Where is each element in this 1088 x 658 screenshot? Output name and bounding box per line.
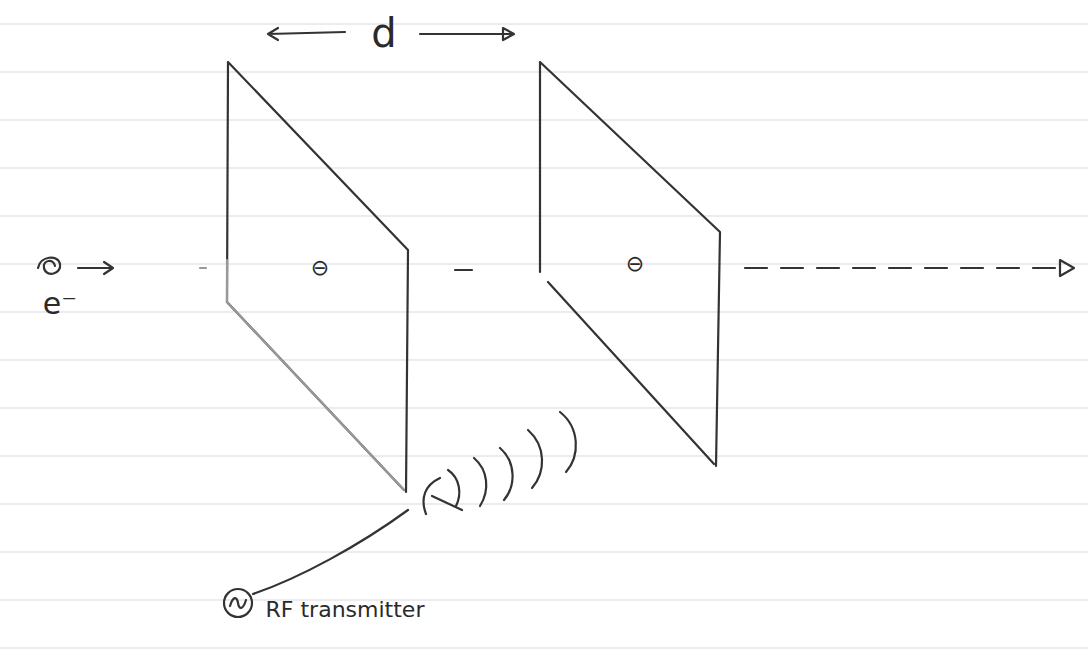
ac-symbol	[230, 598, 246, 608]
dimension-arrow	[268, 28, 345, 40]
wave	[448, 470, 459, 506]
charge-circle	[307, 255, 333, 281]
beam-path	[455, 269, 472, 271]
charge-sign: ⊖	[311, 257, 329, 279]
plate	[227, 62, 408, 492]
plate	[540, 62, 720, 466]
dimension-arrow	[420, 28, 514, 40]
wire	[253, 510, 408, 594]
particle-label: e⁻	[43, 289, 77, 319]
beam-path	[745, 267, 1068, 269]
dimension-label: d	[371, 13, 396, 53]
wave	[474, 458, 486, 506]
electron-scribble	[38, 258, 60, 274]
ac-source	[224, 589, 252, 617]
charge-circle	[622, 251, 648, 277]
arrowhead	[1060, 260, 1074, 276]
charge-sign: ⊖	[626, 253, 644, 275]
wave	[424, 478, 462, 514]
beam-path	[200, 267, 206, 269]
wave	[528, 430, 542, 488]
source-label: RF transmitter	[266, 599, 425, 621]
electron-arrow	[78, 262, 113, 274]
wave	[500, 448, 513, 500]
plate-edge	[227, 260, 404, 490]
wave	[560, 412, 576, 472]
